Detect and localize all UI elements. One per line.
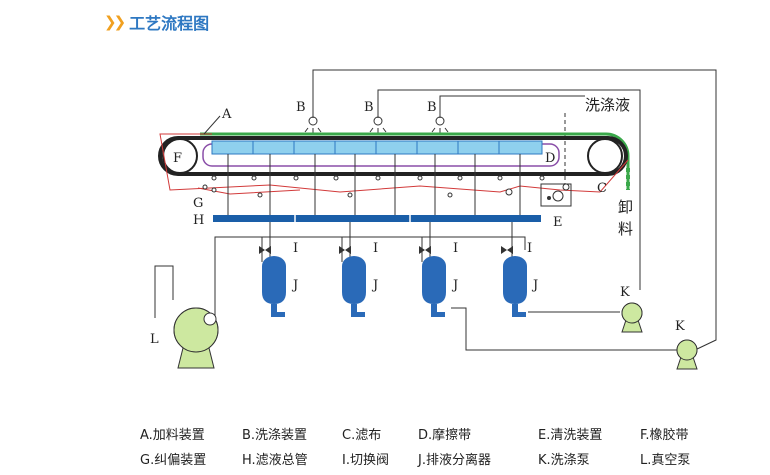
page-title: 工艺流程图: [129, 14, 210, 33]
label-D: D: [545, 151, 555, 166]
legend-item: E.清洗装置: [538, 428, 603, 443]
cloth-return: [197, 187, 301, 195]
label-J: J: [531, 278, 538, 293]
switch-valve: [339, 246, 351, 254]
label-H: H: [193, 213, 204, 228]
label-B: B: [296, 100, 306, 115]
legend-item: K.洗涤泵: [538, 453, 590, 468]
liquid-separator: [422, 256, 446, 317]
legend: A.加料装置 B.洗涤装置 C.滤布 D.摩擦带 E.清洗装置 F.橡胶带 G.…: [140, 424, 740, 468]
label-A: A: [221, 107, 232, 122]
label-B: B: [427, 100, 437, 115]
label-B: B: [364, 100, 374, 115]
label-I: I: [453, 241, 458, 256]
legend-item: B.洗涤装置: [242, 428, 308, 443]
wash-nozzle: [431, 116, 449, 133]
label-wash-liquid: 洗涤液: [585, 96, 630, 114]
liquid-separator-group: [262, 256, 527, 317]
label-J: J: [451, 278, 458, 293]
vacuum-pump: [173, 307, 219, 369]
legend-item: I.切换阀: [342, 453, 389, 468]
process-diagram: A B B B 洗涤液 F D C G H E 卸 料 I I I I J J …: [150, 69, 717, 370]
label-I: I: [293, 241, 298, 256]
wash-pump: [676, 339, 698, 370]
label-C: C: [597, 181, 607, 196]
label-L: L: [150, 332, 159, 347]
label-J: J: [371, 278, 378, 293]
label-K: K: [620, 285, 630, 300]
label-I: I: [527, 241, 532, 256]
tension-rollers: [505, 183, 570, 196]
liquid-separator: [503, 256, 527, 317]
label-F: F: [173, 151, 182, 166]
idler-rollers: [202, 175, 545, 198]
drive-roller: [162, 138, 198, 174]
cleaning-device: [540, 183, 572, 207]
tray-dividers: [252, 141, 500, 154]
switch-valve: [259, 246, 271, 254]
vacuum-tray: [211, 140, 543, 155]
filter-cloth: [159, 133, 629, 193]
tail-roller: [587, 138, 623, 174]
filtrate-manifold: [213, 215, 541, 222]
liquid-separator: [342, 256, 366, 317]
wash-liquid-piping: [312, 69, 717, 351]
wash-nozzle: [304, 116, 322, 133]
switch-valve: [501, 246, 513, 254]
rubber-belt: [158, 136, 628, 176]
legend-item: F.橡胶带: [640, 428, 689, 443]
label-unload-1: 卸: [618, 198, 633, 216]
chevron-icon: ❯❯: [104, 13, 126, 31]
vacuum-piping: [154, 236, 680, 351]
label-unload-2: 料: [618, 220, 633, 238]
label-J: J: [291, 278, 298, 293]
label-I: I: [373, 241, 378, 256]
tray-drops: [227, 154, 521, 216]
label-G: G: [193, 196, 203, 211]
manifold-joints: [294, 215, 411, 222]
legend-item: D.摩擦带: [418, 428, 472, 443]
legend-item: G.纠偏装置: [140, 453, 207, 468]
label-K: K: [675, 319, 685, 334]
wash-nozzle: [369, 116, 387, 133]
switch-valve: [419, 246, 431, 254]
wash-pump: [621, 302, 643, 333]
legend-item: J.排液分离器: [418, 453, 491, 468]
leader-A: [203, 115, 221, 135]
legend-item: A.加料装置: [140, 428, 205, 443]
legend-item: C.滤布: [342, 428, 382, 443]
separator-feed: [269, 222, 513, 258]
label-E: E: [553, 215, 563, 230]
section-header: ❯❯ 工艺流程图: [104, 10, 209, 34]
liquid-separator: [262, 256, 286, 317]
legend-item: H.滤液总管: [242, 453, 308, 468]
legend-item: L.真空泵: [640, 453, 691, 468]
